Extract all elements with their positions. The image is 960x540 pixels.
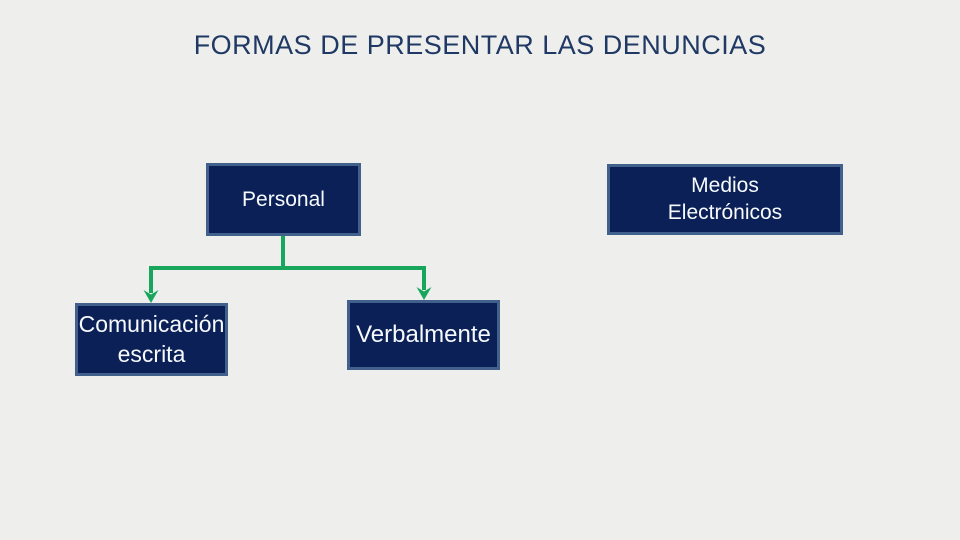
connector-rail [149,266,426,293]
node-personal: Personal [206,163,361,236]
arrow-down-icon [416,287,432,300]
node-comunicacion-escrita: Comunicación escrita [75,303,228,376]
node-medios-electronicos: Medios Electrónicos [607,164,843,235]
node-verbalmente: Verbalmente [347,300,500,370]
slide-title: FORMAS DE PRESENTAR LAS DENUNCIAS [193,30,767,60]
arrow-down-icon [143,290,159,303]
